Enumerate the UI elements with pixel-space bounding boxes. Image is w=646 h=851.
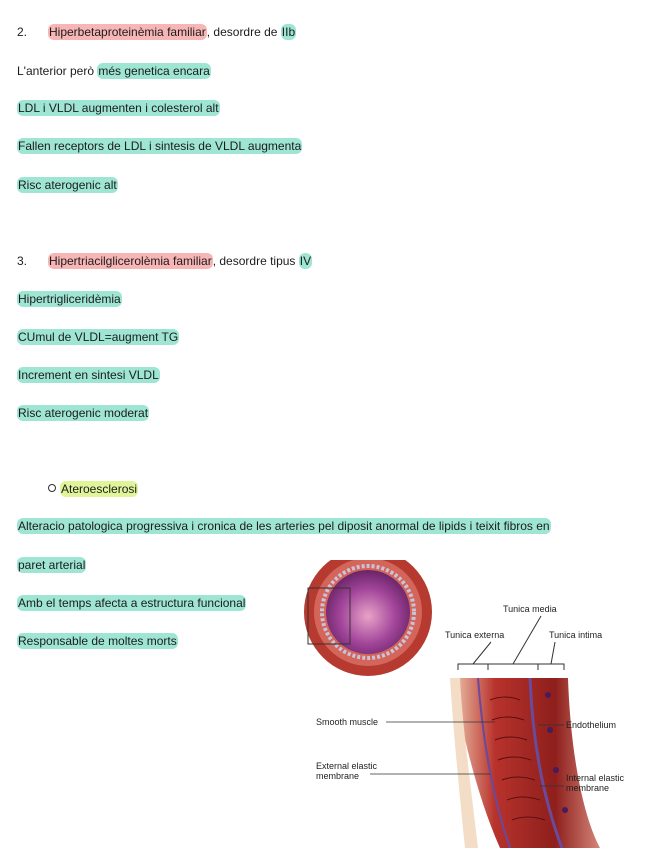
section-2-line-4: Risc aterogenic alt	[17, 177, 118, 193]
label-smooth-muscle: Smooth muscle	[316, 717, 378, 727]
athero-bullet-label: Ateroesclerosi	[60, 481, 139, 497]
label-endothelium: Endothelium	[566, 720, 616, 730]
line-highlight: Risc aterogenic moderat	[17, 405, 150, 421]
section-3-line-3: Increment en sintesi VLDL	[17, 367, 160, 383]
section-2-title: Hiperbetaproteinèmia familiar	[48, 24, 207, 40]
vessel-elastic	[320, 564, 416, 660]
internal-elastic-line	[528, 677, 564, 849]
line-highlight: Amb el temps afecta a estructura funcion…	[17, 595, 247, 611]
athero-bullet: Ateroesclerosi	[48, 481, 139, 497]
vessel-lumen	[326, 570, 410, 654]
wall-section	[450, 678, 600, 848]
section-2-line-3: Fallen receptors de LDL i sintesis de VL…	[17, 138, 303, 154]
section-2-heading: 2. Hiperbetaproteinèmia familiar, desordr…	[17, 24, 297, 40]
section-2-title-rest: , desordre de	[206, 25, 281, 39]
label-tunica-intima: Tunica intima	[549, 630, 602, 640]
label-tunica-externa: Tunica externa	[445, 630, 504, 640]
label-external-elastic-1: External elastic	[316, 761, 378, 771]
label-tunica-media: Tunica media	[503, 604, 557, 614]
line-highlight: paret arterial	[17, 557, 87, 573]
section-3-line-1: Hipertrigliceridèmia	[17, 291, 122, 307]
section-2-number: 2.	[17, 25, 28, 39]
line-text: L'anterior però	[17, 64, 98, 78]
externa-layer	[450, 678, 478, 848]
section-3-title: Hipertriacilglicerolèmia familiar	[48, 253, 213, 269]
line-highlight: CUmul de VLDL=augment TG	[17, 329, 180, 345]
section-3-number: 3.	[17, 254, 28, 268]
layer-brackets	[457, 615, 565, 670]
line-highlight: Responsable de moltes morts	[17, 633, 178, 649]
label-internal-elastic-2: membrane	[566, 783, 609, 793]
section-3-title-rest: , desordre tipus	[212, 254, 299, 268]
line-highlight: Increment en sintesi VLDL	[17, 367, 160, 383]
artery-diagram: Tunica media Tunica externa Tunica intim…	[304, 548, 625, 849]
line-highlight: Fallen receptors de LDL i sintesis de VL…	[17, 138, 303, 154]
line-highlight: Hipertrigliceridèmia	[17, 291, 122, 307]
section-3-type: IV	[298, 253, 313, 269]
line-highlight: més genetica encara	[97, 63, 211, 79]
section-3-line-4: Risc aterogenic moderat	[17, 405, 150, 421]
section-2-line-2: LDL i VLDL augmenten i colesterol alt	[17, 100, 220, 116]
line-highlight: Risc aterogenic alt	[17, 177, 118, 193]
athero-para-4: Responsable de moltes morts	[17, 633, 178, 649]
athero-para-2: paret arterial	[17, 557, 87, 573]
bullet-circle-icon	[48, 484, 56, 492]
athero-para-3: Amb el temps afecta a estructura funcion…	[17, 595, 247, 611]
section-3-line-2: CUmul de VLDL=augment TG	[17, 329, 180, 345]
line-highlight: Alteracio patologica progressiva i croni…	[17, 518, 551, 534]
muscle-fibers	[489, 696, 546, 821]
line-highlight: LDL i VLDL augmenten i colesterol alt	[17, 100, 220, 116]
section-2-line-1: L'anterior però més genetica encara	[17, 63, 211, 79]
section-2-type: IIb	[280, 24, 297, 40]
athero-para-1: Alteracio patologica progressiva i croni…	[17, 518, 551, 534]
section-3-heading: 3. Hipertriacilglicerolèmia familiar, des…	[17, 253, 313, 269]
zoom-box	[307, 587, 351, 645]
artery-figure: Tunica media Tunica externa Tunica intim…	[300, 548, 646, 849]
external-elastic-line	[477, 677, 511, 849]
label-external-elastic-2: membrane	[316, 771, 359, 781]
label-internal-elastic-1: Internal elastic	[566, 773, 625, 783]
